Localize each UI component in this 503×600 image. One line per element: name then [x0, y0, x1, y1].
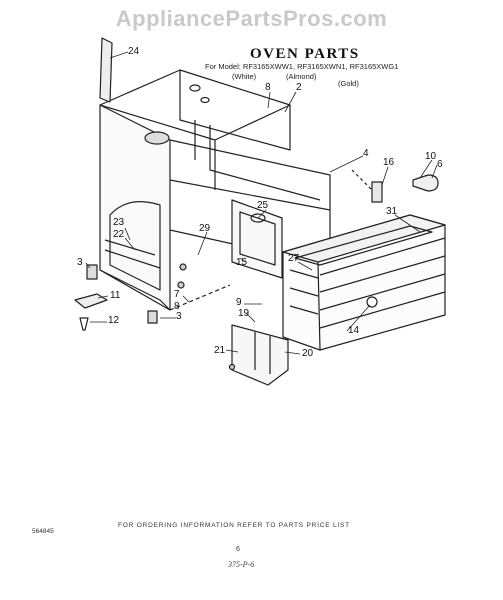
heat-shield	[231, 324, 289, 386]
callout-14: 14	[348, 325, 360, 336]
callout-11: 11	[110, 290, 121, 301]
callout-9: 9	[236, 297, 242, 308]
light-socket	[371, 181, 383, 203]
burner-tube	[104, 249, 161, 269]
callout-8: 8	[265, 82, 271, 93]
callout-12: 12	[108, 315, 120, 326]
callout-22: 22	[113, 229, 125, 240]
callout-3b: 3	[176, 311, 182, 322]
callout-21: 21	[214, 345, 226, 356]
oven-light-hole	[366, 296, 378, 308]
callout-23: 23	[113, 217, 125, 228]
callout-27: 27	[288, 253, 300, 264]
color-almond: (Almond)	[286, 72, 317, 81]
ordering-note: FOR ORDERING INFORMATION REFER TO PARTS …	[118, 522, 350, 529]
leveling-leg-right	[147, 310, 158, 324]
vent-hole	[144, 131, 170, 145]
vent-bracket	[231, 199, 283, 279]
callout-6: 6	[437, 159, 443, 170]
diagram-title: OVEN PARTS	[250, 46, 360, 62]
callout-20: 20	[302, 348, 314, 359]
color-gold: (Gold)	[338, 79, 359, 88]
handwritten-reference: 375-P-6	[228, 560, 255, 569]
cabinet-back-panel	[179, 70, 291, 151]
leg-screw	[79, 317, 89, 331]
side-panel-cutout	[109, 201, 161, 291]
callout-4: 4	[363, 148, 369, 159]
callout-7: 7	[174, 289, 180, 300]
callout-15: 15	[236, 257, 248, 268]
page-number: 6	[236, 546, 240, 553]
watermark-logo: AppliancePartsPros.com	[115, 6, 388, 31]
leg-bracket	[74, 293, 108, 309]
callout-25: 25	[257, 200, 269, 211]
callout-10: 10	[425, 151, 437, 162]
cabinet-front-frame	[169, 139, 331, 250]
callout-19: 19	[238, 308, 250, 319]
callout-24: 24	[128, 46, 140, 57]
leveling-leg-left	[86, 264, 98, 280]
callout-31: 31	[386, 206, 398, 217]
model-numbers: For Model: RF3165XWW1, RF3165XWN1, RF316…	[205, 62, 399, 71]
callout-29: 29	[199, 223, 211, 234]
callout-3a: 3	[77, 257, 83, 268]
document-code: 564845	[32, 528, 54, 535]
callout-8b: 8	[174, 301, 180, 312]
color-white: (White)	[232, 72, 257, 81]
vent-tube	[99, 37, 113, 103]
light-bulb	[412, 174, 439, 192]
callout-16: 16	[383, 157, 395, 168]
callout-2: 2	[296, 82, 302, 93]
